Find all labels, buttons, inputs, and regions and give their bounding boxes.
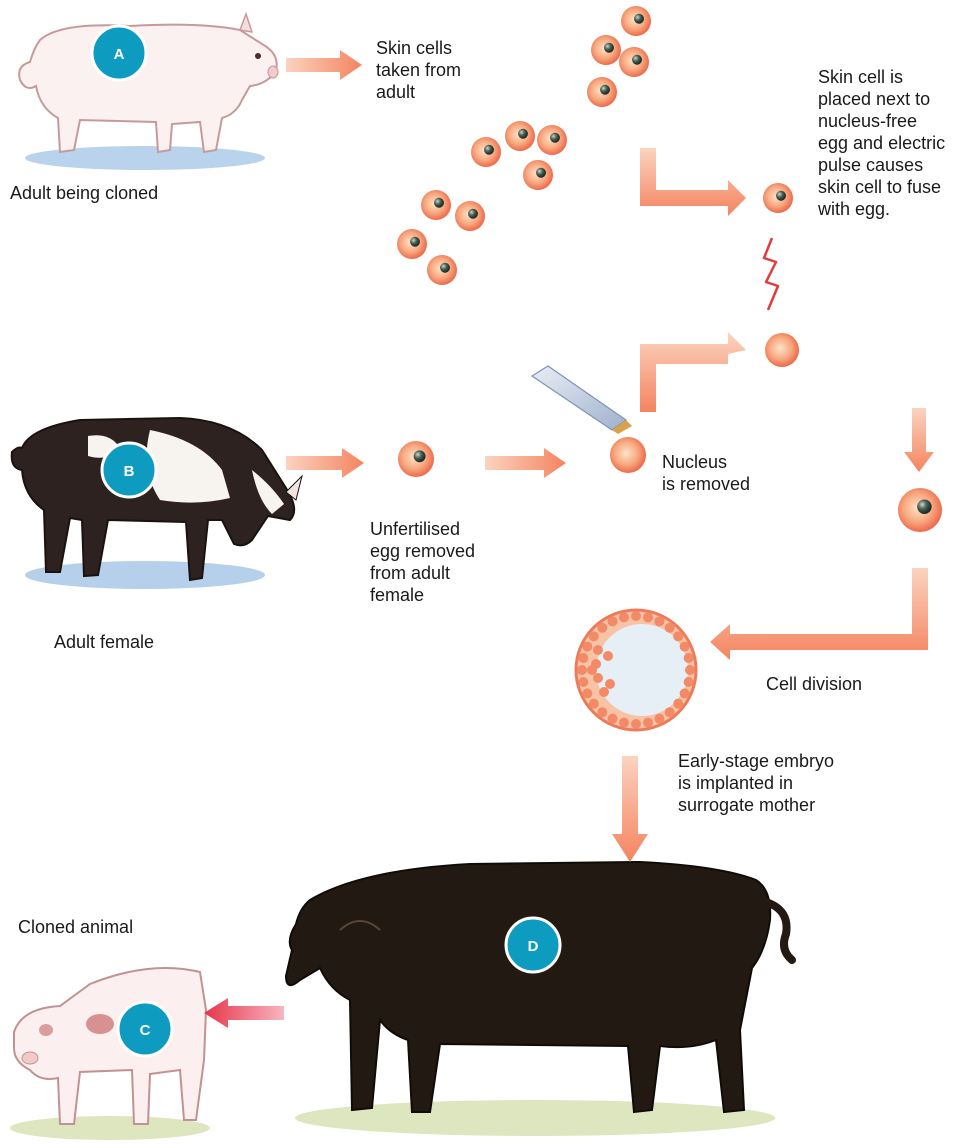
skin-cell — [505, 121, 535, 151]
blastocyst-cell — [582, 688, 592, 698]
skin-cell — [421, 190, 451, 220]
blastocyst-cell — [654, 616, 664, 626]
inner-cell-mass-cell — [587, 665, 597, 675]
badge-d: D — [506, 918, 560, 972]
skin-cell — [587, 77, 617, 107]
nucleus-free-egg — [765, 333, 799, 367]
blastocyst-cell — [680, 688, 690, 698]
badge-c: C — [118, 1002, 172, 1056]
unfertilised-egg — [398, 441, 434, 477]
blastocyst-cell — [673, 631, 683, 641]
skin-cell — [537, 125, 567, 155]
arrow-to-surrogate — [612, 756, 648, 862]
blastocyst-cell — [608, 616, 618, 626]
inner-cell-mass-cell — [603, 651, 613, 661]
skin-cell — [621, 6, 651, 36]
badge-a-label: A — [114, 46, 125, 63]
blastocyst-cell — [665, 623, 675, 633]
blastocyst-cell — [643, 718, 653, 728]
skin-cell — [455, 201, 485, 231]
egg-nucleus-removed — [610, 437, 646, 473]
blastocyst-cell — [684, 653, 694, 663]
skin-cell — [427, 255, 457, 285]
pig-black-icon — [286, 862, 792, 1136]
blastocyst-cell — [680, 642, 690, 652]
label-cloned-animal: Cloned animal — [18, 916, 133, 938]
arrow-d-to-c — [204, 998, 284, 1028]
badge-c-label: C — [140, 1022, 151, 1039]
badge-d-label: D — [528, 938, 539, 955]
pipette-icon — [532, 366, 632, 434]
arrow-cells-to-fuse — [640, 148, 746, 216]
label-cell-division: Cell division — [766, 673, 862, 695]
blastocyst-cell — [619, 612, 629, 622]
blastocyst-cell — [597, 707, 607, 717]
label-nucleus-removed: Nucleus is removed — [662, 451, 750, 495]
lightning-icon — [764, 238, 778, 310]
label-fuse: Skin cell is placed next to nucleus-free… — [818, 66, 945, 220]
blastocyst-cell — [684, 677, 694, 687]
blastocyst-cell — [654, 714, 664, 724]
blastocyst-cell — [631, 719, 641, 729]
skin-cell — [523, 160, 553, 190]
skin-cell — [591, 35, 621, 65]
blastocyst-cell — [608, 714, 618, 724]
piglet-icon — [10, 968, 210, 1140]
blastocyst-cell — [589, 699, 599, 709]
blastocyst-cell — [631, 611, 641, 621]
arrow-fused-down — [904, 408, 934, 472]
blastocyst-icon — [576, 610, 696, 730]
inner-cell-mass-cell — [605, 679, 615, 689]
label-adult-cloned: Adult being cloned — [10, 182, 158, 204]
skin-cell-for-fusion — [763, 183, 793, 213]
skin-cell — [397, 229, 427, 259]
badge-a: A — [92, 26, 146, 80]
label-skin-cells: Skin cells taken from adult — [376, 37, 461, 103]
blastocyst-cell — [597, 623, 607, 633]
inner-cell-mass-cell — [593, 645, 603, 655]
skin-cell — [619, 47, 649, 77]
inner-cell-mass-cell — [593, 673, 603, 683]
label-implant: Early-stage embryo is implanted in surro… — [678, 750, 834, 816]
blastocyst-cell — [577, 665, 587, 675]
arrow-b-to-egg — [286, 448, 364, 478]
blastocyst-cell — [582, 642, 592, 652]
pig-white-icon — [19, 14, 278, 170]
blastocyst-cell — [578, 677, 588, 687]
badge-b: B — [102, 443, 156, 497]
blastocyst-cell — [673, 699, 683, 709]
pig-spotted-icon — [12, 418, 302, 589]
arrow-to-cell-division — [710, 568, 928, 660]
blastocyst-cell — [643, 612, 653, 622]
arrow-egg-to-removal — [485, 448, 566, 478]
blastocyst-cell — [619, 718, 629, 728]
label-unfertilised-egg: Unfertilised egg removed from adult fema… — [370, 518, 475, 606]
skin-cell — [471, 137, 501, 167]
blastocyst-cell — [578, 653, 588, 663]
label-adult-female: Adult female — [54, 631, 154, 653]
fused-cell — [898, 488, 942, 532]
arrow-a-to-cells — [286, 50, 362, 80]
arrow-egg-to-fuse — [640, 332, 746, 412]
blastocyst-cell — [589, 631, 599, 641]
blastocyst-cell — [665, 707, 675, 717]
blastocyst-cell — [685, 665, 695, 675]
badge-b-label: B — [124, 463, 135, 480]
inner-cell-mass-cell — [599, 687, 609, 697]
